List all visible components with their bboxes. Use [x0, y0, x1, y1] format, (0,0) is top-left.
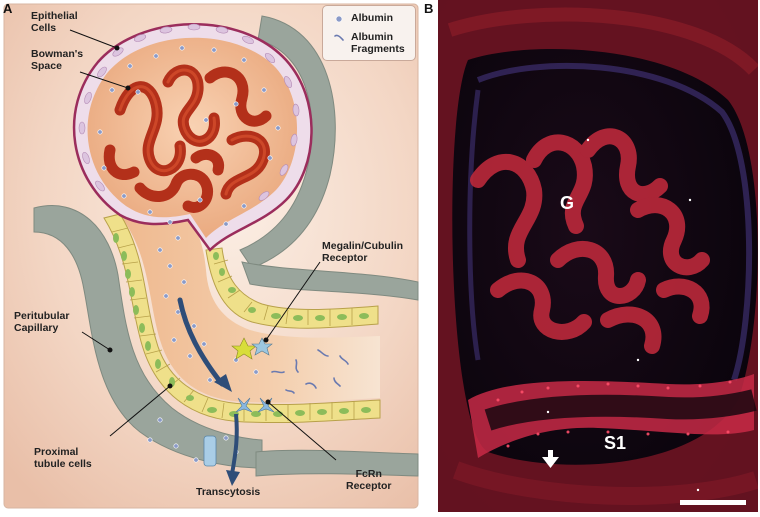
- label-bowmans-line2: Space: [31, 60, 62, 72]
- tubule-lumen: [120, 215, 380, 403]
- panel-b-micrograph: B: [420, 0, 760, 512]
- label-megalin-line2: Receptor: [322, 252, 368, 264]
- tubule-cell-nuclei: [113, 233, 371, 417]
- scale-bar: [680, 500, 746, 505]
- bottom-capillary: [255, 449, 419, 477]
- albumin-legend-icon: [335, 15, 343, 23]
- legend-fragments-line2: Fragments: [351, 43, 405, 55]
- legend: Albumin Albumin Fragments: [322, 5, 416, 61]
- megalin-receptor-star: [231, 337, 257, 360]
- legend-fragments-line1: Albumin: [351, 31, 393, 43]
- label-bowmans-line1: Bowman's: [31, 48, 84, 60]
- panel-b-letter: B: [424, 1, 434, 16]
- glomerulus-tissue: [470, 128, 710, 354]
- leader-lines: [69, 29, 337, 461]
- label-megalin-cubulin-receptor: Megalin/Cubulin Receptor: [322, 240, 403, 264]
- label-fcrn-receptor: FcRn Receptor: [346, 468, 392, 492]
- legend-albumin: Albumin: [351, 12, 393, 24]
- label-epithelial-line2: Cells: [31, 22, 57, 34]
- down-arrow-icon: [542, 450, 559, 468]
- right-lower-capillary: [241, 261, 419, 301]
- s1-speckles: [496, 380, 732, 448]
- micrograph-image: [438, 0, 758, 512]
- label-proximal-tubule-cells: Proximal tubule cells: [34, 446, 92, 470]
- label-bowmans-space: Bowman's Space: [31, 48, 83, 72]
- label-transcytosis: Transcytosis: [196, 486, 261, 498]
- flow-arrows: [177, 297, 240, 486]
- label-epithelial-cells: Epithelial Cells: [31, 10, 78, 34]
- label-proximal-line2: tubule cells: [34, 458, 92, 470]
- panel-a-letter: A: [3, 1, 13, 16]
- transcytosis-channel: [203, 435, 217, 467]
- s1-label: S1: [604, 433, 627, 453]
- label-fcrn-line1: FcRn: [355, 468, 382, 480]
- panel-a-diagram: A Albumin Albumin Fragments Epithelial C…: [3, 1, 419, 509]
- glomerulus-label: G: [560, 193, 575, 213]
- label-megalin-line1: Megalin/Cubulin: [322, 240, 404, 252]
- label-peritubular-line1: Peritubular: [14, 310, 70, 322]
- kidney-diagram-svg: [3, 3, 419, 509]
- label-peritubular-line2: Capillary: [14, 322, 59, 334]
- tubule-cell-divisions: [111, 227, 355, 421]
- cubulin-receptor-star: [251, 337, 273, 356]
- white-speckles: [546, 138, 700, 492]
- albumin-fragments: [271, 349, 349, 394]
- label-fcrn-line2: Receptor: [346, 480, 392, 492]
- label-proximal-line1: Proximal: [34, 446, 79, 458]
- proximal-tubule-wall-outer: [103, 213, 381, 424]
- label-peritubular-capillary: Peritubular Capillary: [14, 310, 69, 334]
- albumin-fragment-legend-icon: [334, 34, 344, 41]
- epithelial-cells: [78, 23, 300, 201]
- label-epithelial-line1: Epithelial: [31, 10, 78, 22]
